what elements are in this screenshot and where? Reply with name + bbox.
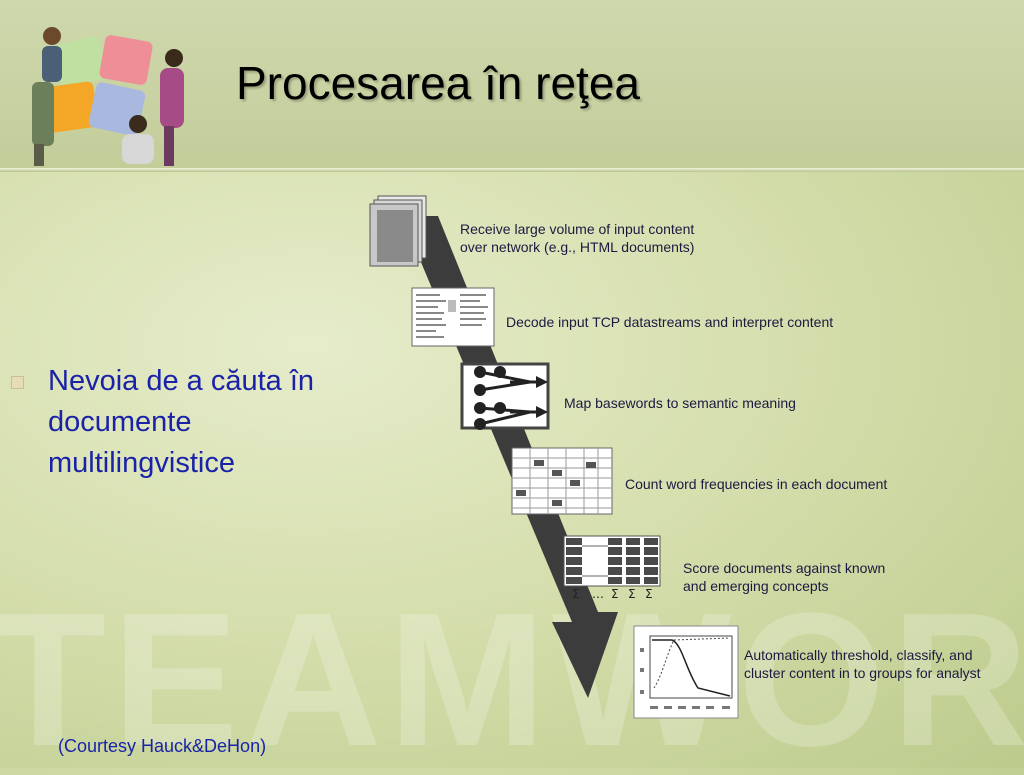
courtesy-note: (Courtesy Hauck&DeHon) [58, 736, 267, 756]
step-label-decode: Decode input TCP datastreams and interpr… [506, 314, 834, 330]
sigma-label: Σ [572, 587, 580, 601]
header-divider [0, 168, 1024, 172]
decoder-icon [411, 287, 495, 347]
teamwork-puzzle-icon [32, 27, 184, 166]
bullet-text: Nevoia de a căuta în documente multiling… [48, 365, 315, 479]
document-stack-icon [369, 195, 427, 267]
step-label-map: Map basewords to semantic meaning [564, 395, 796, 411]
step-label-count: Count word frequencies in each document [625, 476, 888, 492]
sigma-label: Σ [628, 587, 636, 601]
mapping-network-icon [460, 362, 550, 430]
slide-title: Procesarea în reţea [236, 57, 641, 109]
threshold-curve-icon [633, 625, 739, 719]
sigma-label: Σ [611, 587, 619, 601]
frequency-table-icon [511, 447, 613, 515]
sigma-label: Σ [645, 587, 653, 601]
scoring-columns-icon: Σ … Σ Σ Σ [563, 535, 661, 601]
bullet-marker [11, 376, 24, 389]
sigma-label: … [592, 587, 604, 601]
watermark-text: TEAMWORK [0, 585, 1024, 775]
